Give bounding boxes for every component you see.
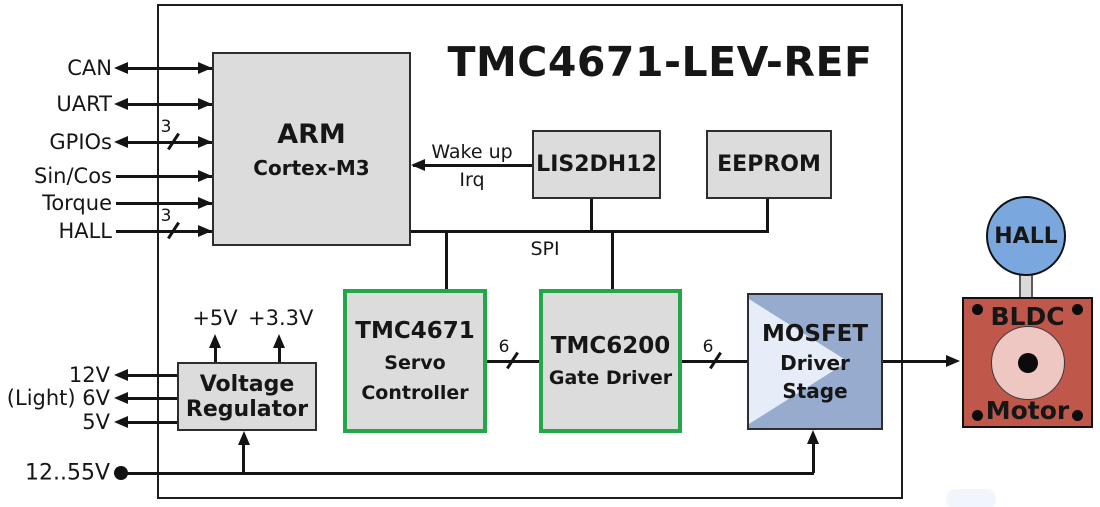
rail-label-plus3v3: +3.3V xyxy=(248,306,314,330)
mosfet-block: MOSFET Driver Stage xyxy=(747,293,883,430)
hall-sensor-label: HALL xyxy=(994,223,1058,249)
bus-width-hall: 3 xyxy=(160,206,172,226)
port-label-torque: Torque xyxy=(42,191,112,215)
vreg-line2: Regulator xyxy=(185,396,309,422)
port-label-can: CAN xyxy=(67,56,112,80)
tmc6200-title: TMC6200 xyxy=(550,333,671,359)
arrowhead-plus5v xyxy=(209,334,221,348)
tmc4671-sub2: Controller xyxy=(361,382,469,404)
wire-gpios xyxy=(126,140,212,144)
wire-12v xyxy=(128,373,177,377)
wire-uart xyxy=(126,102,212,106)
arm-block: ARM Cortex-M3 xyxy=(212,52,411,246)
tmc6200-sub: Gate Driver xyxy=(548,367,673,389)
spi-bus xyxy=(411,229,769,233)
arrowhead-torque xyxy=(198,197,212,209)
spi-drop-eeprom xyxy=(766,199,769,232)
tmc4671-block: TMC4671 Servo Controller xyxy=(343,289,487,433)
mosfet-title: MOSFET xyxy=(761,320,869,347)
port-label-sincos: Sin/Cos xyxy=(33,164,112,188)
supply-label: 12..55V xyxy=(24,460,110,486)
supply-branch-mosfet xyxy=(811,436,815,473)
arrowhead-supply-mosfet xyxy=(807,430,819,444)
bldc-motor-block: BLDC Motor xyxy=(962,297,1093,428)
wire-hall xyxy=(116,229,212,233)
arrowhead-supply-vreg xyxy=(238,431,250,445)
wire-5v xyxy=(128,420,177,424)
port-label-uart: UART xyxy=(56,92,112,116)
port-label-hall: HALL xyxy=(58,219,112,243)
rail-label-5v: 5V xyxy=(82,410,110,434)
wire-plus5v xyxy=(213,346,217,362)
arrowhead-12v xyxy=(114,369,128,381)
motor-screw-icon xyxy=(972,304,983,315)
vreg-line1: Voltage xyxy=(199,371,295,397)
arrowhead-5v xyxy=(114,416,128,428)
wire-torque xyxy=(116,201,212,205)
arrowhead-6v xyxy=(114,392,128,404)
eeprom-block: EEPROM xyxy=(706,130,832,199)
arrowhead-can-left xyxy=(114,62,128,74)
arrowhead-motor xyxy=(946,355,960,367)
tmc4671-sub1: Servo xyxy=(384,352,446,374)
motor-shaft-icon xyxy=(1017,352,1038,373)
highlight-artifact xyxy=(946,489,996,507)
motor-rotor-icon xyxy=(990,325,1065,400)
supply-rail xyxy=(121,471,814,475)
wire-sincos xyxy=(116,174,212,178)
arrowhead-can-right xyxy=(198,62,212,74)
wire-wakeup-irq xyxy=(413,163,532,167)
wire-plus3v3 xyxy=(277,346,281,362)
bus-width-gate-mosfet: 6 xyxy=(702,337,714,357)
spi-drop-tmc6200 xyxy=(611,231,614,289)
arm-block-title: ARM xyxy=(277,118,346,150)
supply-branch-vreg xyxy=(242,437,245,473)
bus-width-servo-gate: 6 xyxy=(498,337,510,357)
wire-6v xyxy=(128,396,177,400)
arrowhead-uart-right xyxy=(198,98,212,110)
motor-screw-icon xyxy=(1072,410,1083,421)
rail-label-plus5v: +5V xyxy=(192,306,238,330)
hall-sensor-stem xyxy=(1019,272,1033,299)
motor-screw-icon xyxy=(1072,304,1083,315)
arm-block-subtitle: Cortex-M3 xyxy=(253,155,370,180)
motor-screw-icon xyxy=(972,410,983,421)
spi-label: SPI xyxy=(530,238,560,260)
arrowhead-hall xyxy=(198,225,212,237)
arrowhead-gpios-right xyxy=(198,136,212,148)
hall-sensor-circle: HALL xyxy=(986,196,1066,276)
arrowhead-sincos xyxy=(198,170,212,182)
motor-label-motor: Motor xyxy=(985,396,1070,425)
lis2dh12-label: LIS2DH12 xyxy=(536,152,657,177)
spi-drop-tmc4671 xyxy=(445,231,448,289)
rail-label-12v: 12V xyxy=(68,363,110,387)
mosfet-sub1: Driver xyxy=(780,350,850,375)
tmc4671-title: TMC4671 xyxy=(355,318,475,344)
wakeup-label: Wake up xyxy=(431,141,513,163)
board-boundary xyxy=(157,4,903,499)
port-label-gpios: GPIOs xyxy=(49,130,112,154)
mosfet-sub2: Stage xyxy=(782,378,848,403)
voltage-regulator-block: Voltage Regulator xyxy=(177,362,317,431)
rail-label-6v: (Light) 6V xyxy=(6,386,110,410)
spi-drop-lis2dh12 xyxy=(590,199,593,231)
arrowhead-wakeup xyxy=(411,159,425,171)
tmc6200-block: TMC6200 Gate Driver xyxy=(539,289,682,433)
arrowhead-gpios-left xyxy=(114,136,128,148)
eeprom-label: EEPROM xyxy=(717,152,821,177)
arrowhead-plus3v3 xyxy=(273,334,285,348)
wire-can xyxy=(126,66,212,70)
irq-label: Irq xyxy=(459,169,485,191)
wire-mosfet-to-motor xyxy=(883,359,949,363)
arrowhead-uart-left xyxy=(114,98,128,110)
diagram-title: TMC4671-LEV-REF xyxy=(447,38,873,86)
lis2dh12-block: LIS2DH12 xyxy=(532,130,661,199)
bus-width-gpios: 3 xyxy=(160,117,172,137)
